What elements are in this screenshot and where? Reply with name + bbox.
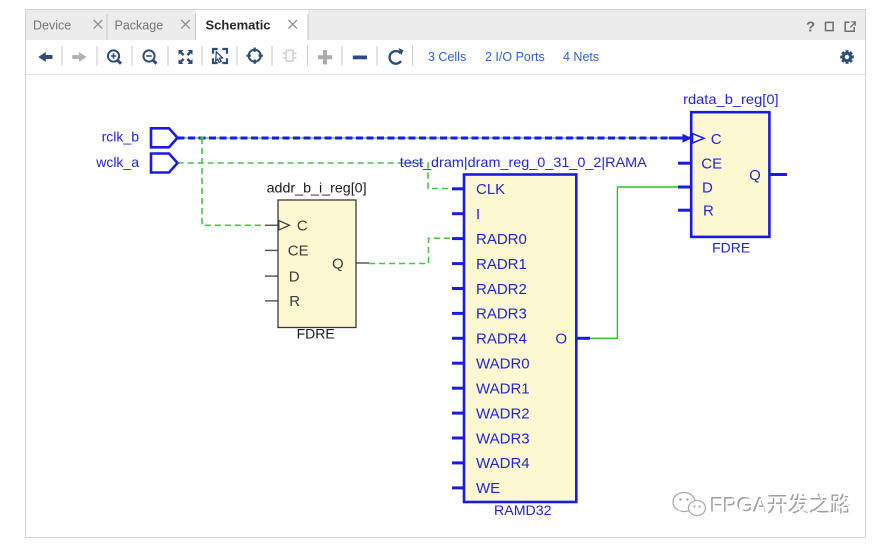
svg-text:Package: Package	[115, 19, 164, 33]
svg-text:WADR3: WADR3	[476, 430, 530, 447]
svg-text:WADR0: WADR0	[476, 356, 530, 373]
svg-text:WADR4: WADR4	[476, 455, 530, 472]
svg-text:RADR1: RADR1	[476, 256, 527, 273]
svg-text:FDRE: FDRE	[297, 326, 335, 342]
svg-text:RADR3: RADR3	[476, 306, 527, 323]
svg-text:4 Nets: 4 Nets	[563, 50, 599, 64]
svg-text:rclk_b: rclk_b	[102, 128, 140, 144]
svg-text:RADR0: RADR0	[476, 231, 527, 248]
svg-text:?: ?	[806, 19, 815, 36]
svg-text:rdata_b_reg[0]: rdata_b_reg[0]	[683, 91, 779, 107]
svg-text:test_dram|dram_reg_0_31_0_2|RA: test_dram|dram_reg_0_31_0_2|RAMA	[400, 154, 648, 170]
svg-text:D: D	[702, 179, 713, 196]
svg-text:R: R	[289, 293, 300, 310]
svg-text:C: C	[297, 218, 308, 235]
svg-text:addr_b_i_reg[0]: addr_b_i_reg[0]	[267, 180, 367, 196]
svg-text:WADR1: WADR1	[476, 381, 530, 398]
svg-text:Schematic: Schematic	[206, 18, 271, 33]
svg-text:Q: Q	[332, 255, 344, 272]
svg-text:D: D	[289, 268, 300, 285]
svg-text:CE: CE	[288, 243, 309, 260]
svg-text:WE: WE	[476, 480, 500, 497]
svg-text:CE: CE	[701, 156, 722, 173]
svg-text:WADR2: WADR2	[476, 405, 530, 422]
svg-text:I: I	[476, 206, 480, 223]
svg-text:wclk_a: wclk_a	[95, 154, 139, 170]
svg-text:2 I/O Ports: 2 I/O Ports	[485, 50, 545, 64]
svg-text:FDRE: FDRE	[712, 239, 750, 255]
svg-text:O: O	[555, 331, 567, 348]
svg-text:CLK: CLK	[476, 181, 505, 198]
svg-text:Device: Device	[33, 19, 71, 33]
svg-text:RADR2: RADR2	[476, 281, 527, 298]
svg-text:Q: Q	[749, 167, 761, 184]
svg-text:RAMD32: RAMD32	[494, 502, 552, 518]
svg-text:3 Cells: 3 Cells	[428, 50, 466, 64]
svg-text:C: C	[711, 131, 722, 148]
svg-text:R: R	[703, 203, 714, 220]
svg-text:RADR4: RADR4	[476, 331, 527, 348]
